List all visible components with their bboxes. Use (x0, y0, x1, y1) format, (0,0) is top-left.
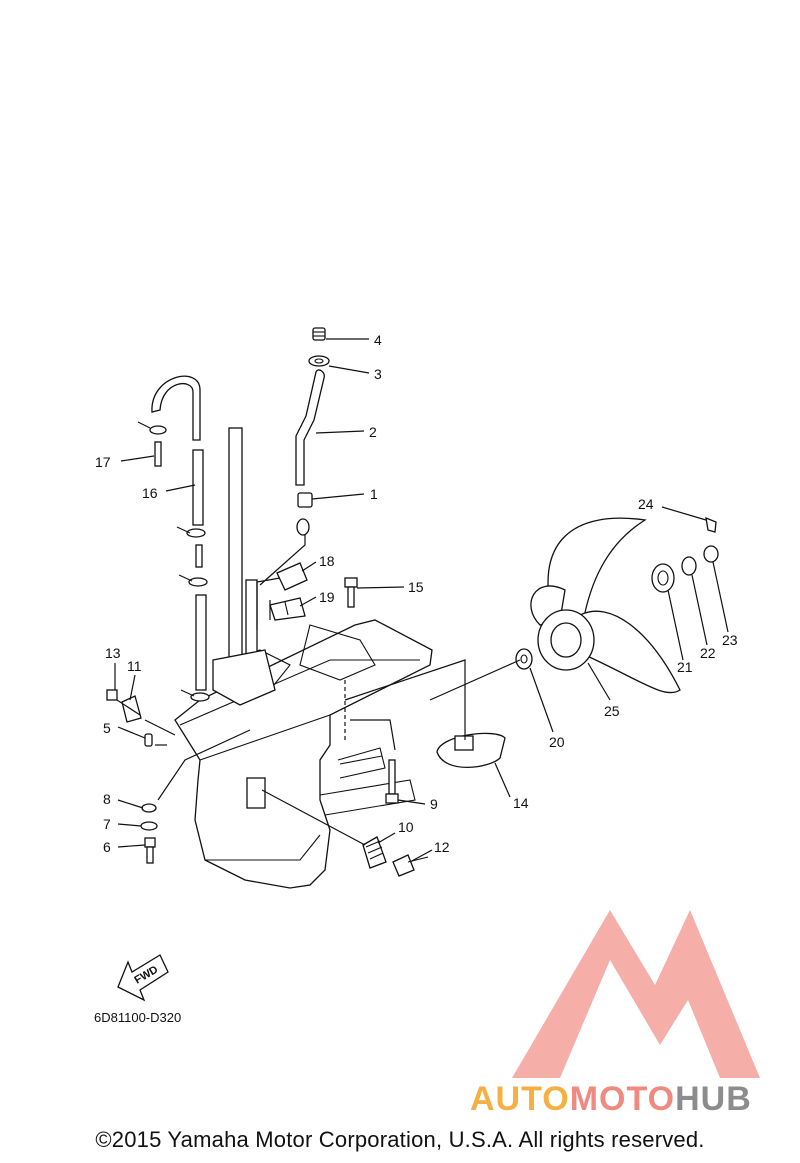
drawing-code: 6D81100-D320 (94, 1010, 182, 1025)
callout-5: 5 (103, 720, 111, 736)
callout-15: 15 (408, 579, 424, 595)
callout-14: 14 (513, 795, 529, 811)
callout-8: 8 (103, 791, 111, 807)
parts-18-19 (269, 562, 308, 621)
callout-22: 22 (700, 645, 716, 661)
hose-clamps (137, 421, 210, 702)
watermark-logo (512, 910, 760, 1078)
leader-lines (114, 338, 729, 863)
watermark-part-hub: HUB (675, 1080, 752, 1118)
callout-4: 4 (374, 332, 382, 348)
part-15-bolt (344, 577, 358, 608)
callout-17: 17 (95, 454, 111, 470)
water-tube-assembly (212, 427, 276, 706)
part-14-trim-tab (436, 732, 506, 769)
callout-25: 25 (604, 703, 620, 719)
callout-12: 12 (434, 839, 450, 855)
callout-19: 19 (319, 589, 335, 605)
callout-10: 10 (398, 819, 414, 835)
guide-lines (116, 535, 521, 846)
prop-hardware (515, 516, 719, 670)
callout-7: 7 (103, 816, 111, 832)
part-9-bolt (385, 759, 399, 804)
watermark-part-moto: MOTO (569, 1080, 676, 1118)
callout-labels: 1 2 3 4 5 6 7 8 9 10 11 12 13 14 15 16 1… (95, 332, 738, 855)
callout-6: 6 (103, 839, 111, 855)
callout-3: 3 (374, 366, 382, 382)
callout-13: 13 (105, 645, 121, 661)
watermark-part-auto: AUTO (470, 1080, 570, 1118)
callout-21: 21 (677, 659, 693, 675)
callout-16: 16 (142, 485, 158, 501)
fwd-arrow: FWD (117, 954, 169, 1002)
callout-23: 23 (722, 632, 738, 648)
copyright-notice: ©2015 Yamaha Motor Corporation, U.S.A. A… (95, 1127, 705, 1152)
part-16-hose (151, 375, 207, 691)
parts-left-side (106, 689, 158, 864)
callout-18: 18 (319, 553, 335, 569)
callout-20: 20 (549, 734, 565, 750)
parts-1-to-4 (295, 327, 330, 536)
callout-2: 2 (369, 424, 377, 440)
callout-1: 1 (370, 486, 378, 502)
callout-9: 9 (430, 796, 438, 812)
callout-11: 11 (127, 658, 142, 674)
callout-24: 24 (638, 496, 654, 512)
part-25-propeller (530, 517, 681, 694)
parts-10-12 (362, 836, 429, 877)
watermark-text: AUTOMOTOHUB (470, 1080, 752, 1119)
